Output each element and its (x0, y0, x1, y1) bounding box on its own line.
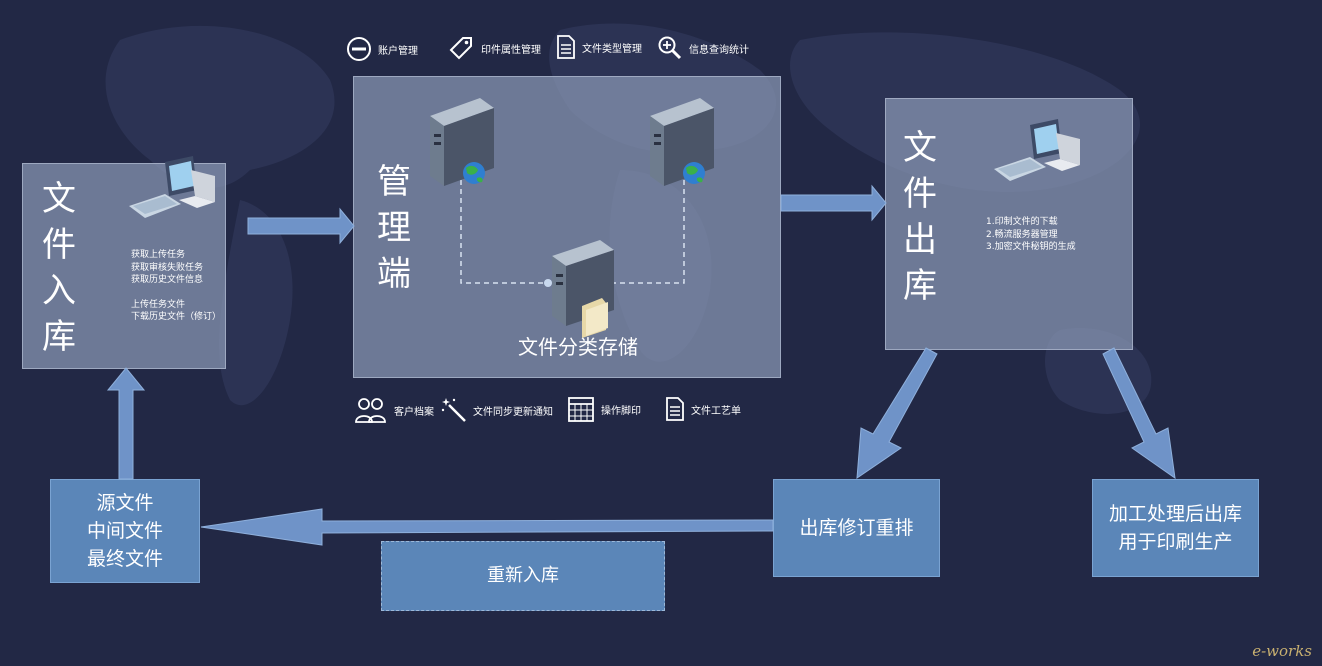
document-icon (557, 35, 575, 59)
toolbar-item-label: 文件类型管理 (582, 43, 642, 55)
revise-box: 出库修订重排 (773, 479, 940, 577)
users-icon (355, 398, 386, 423)
toolbar-item-label: 客户档案 (394, 406, 434, 418)
file-in-panel: 文件入库 获取上传任务 获取审核失败任务 获取历史文件信息 上传任务文件 下载历… (22, 156, 226, 369)
toolbar-item-label: 文件同步更新通知 (473, 406, 553, 418)
management-panel: 管理端 文件分类存储 (353, 76, 781, 378)
toolbar-item-account[interactable]: 账户管理 (346, 36, 418, 62)
file-in-title: 文件入库 (42, 179, 76, 357)
desktop-computer-icon (129, 156, 215, 218)
toolbar-item-label: 操作脚印 (601, 405, 641, 417)
zoom-in-icon (658, 36, 682, 60)
toolbar-item-process-sheet[interactable]: 文件工艺单 (665, 396, 741, 422)
process-output-box: 加工处理后出库 用于印刷生产 (1092, 479, 1259, 577)
toolbar-item-label: 文件工艺单 (691, 405, 741, 417)
desktop-computer-icon (994, 119, 1080, 181)
toolbar-item-operation-log[interactable]: 操作脚印 (567, 395, 641, 423)
document-icon (666, 397, 684, 421)
file-out-panel: 文件出库 1.印制文件的下载 2.畅流服务器管理 3.加密文件秘钥的生成 (885, 98, 1133, 350)
file-in-features: 获取上传任务 获取审核失败任务 获取历史文件信息 上传任务文件 下载历史文件（修… (131, 250, 222, 322)
toolbar-item-label: 信息查询统计 (689, 44, 749, 56)
toolbar-item-label: 印件属性管理 (481, 44, 541, 56)
toolbar-item-sync-notice[interactable]: 文件同步更新通知 (441, 397, 553, 423)
file-out-features: 1.印制文件的下载 2.畅流服务器管理 3.加密文件秘钥的生成 (986, 217, 1076, 252)
toolbar-item-customer-archive[interactable]: 客户档案 (354, 396, 434, 424)
tag-icon (449, 37, 472, 60)
management-title: 管理端 (377, 162, 411, 294)
storage-label: 文件分类存储 (518, 335, 638, 359)
minus-circle-icon (347, 37, 371, 61)
watermark: e-works (1252, 642, 1312, 660)
toolbar-item-info-query[interactable]: 信息查询统计 (657, 35, 749, 61)
toolbar-item-file-type[interactable]: 文件类型管理 (556, 34, 642, 60)
source-files-box: 源文件 中间文件 最终文件 (50, 479, 200, 583)
reimport-box: 重新入库 (381, 541, 665, 611)
file-out-title: 文件出库 (903, 128, 937, 306)
toolbar-item-label: 账户管理 (378, 45, 418, 57)
toolbar-item-print-attr[interactable]: 印件属性管理 (447, 34, 541, 62)
calendar-icon (568, 397, 594, 422)
magic-wand-icon (441, 398, 466, 422)
